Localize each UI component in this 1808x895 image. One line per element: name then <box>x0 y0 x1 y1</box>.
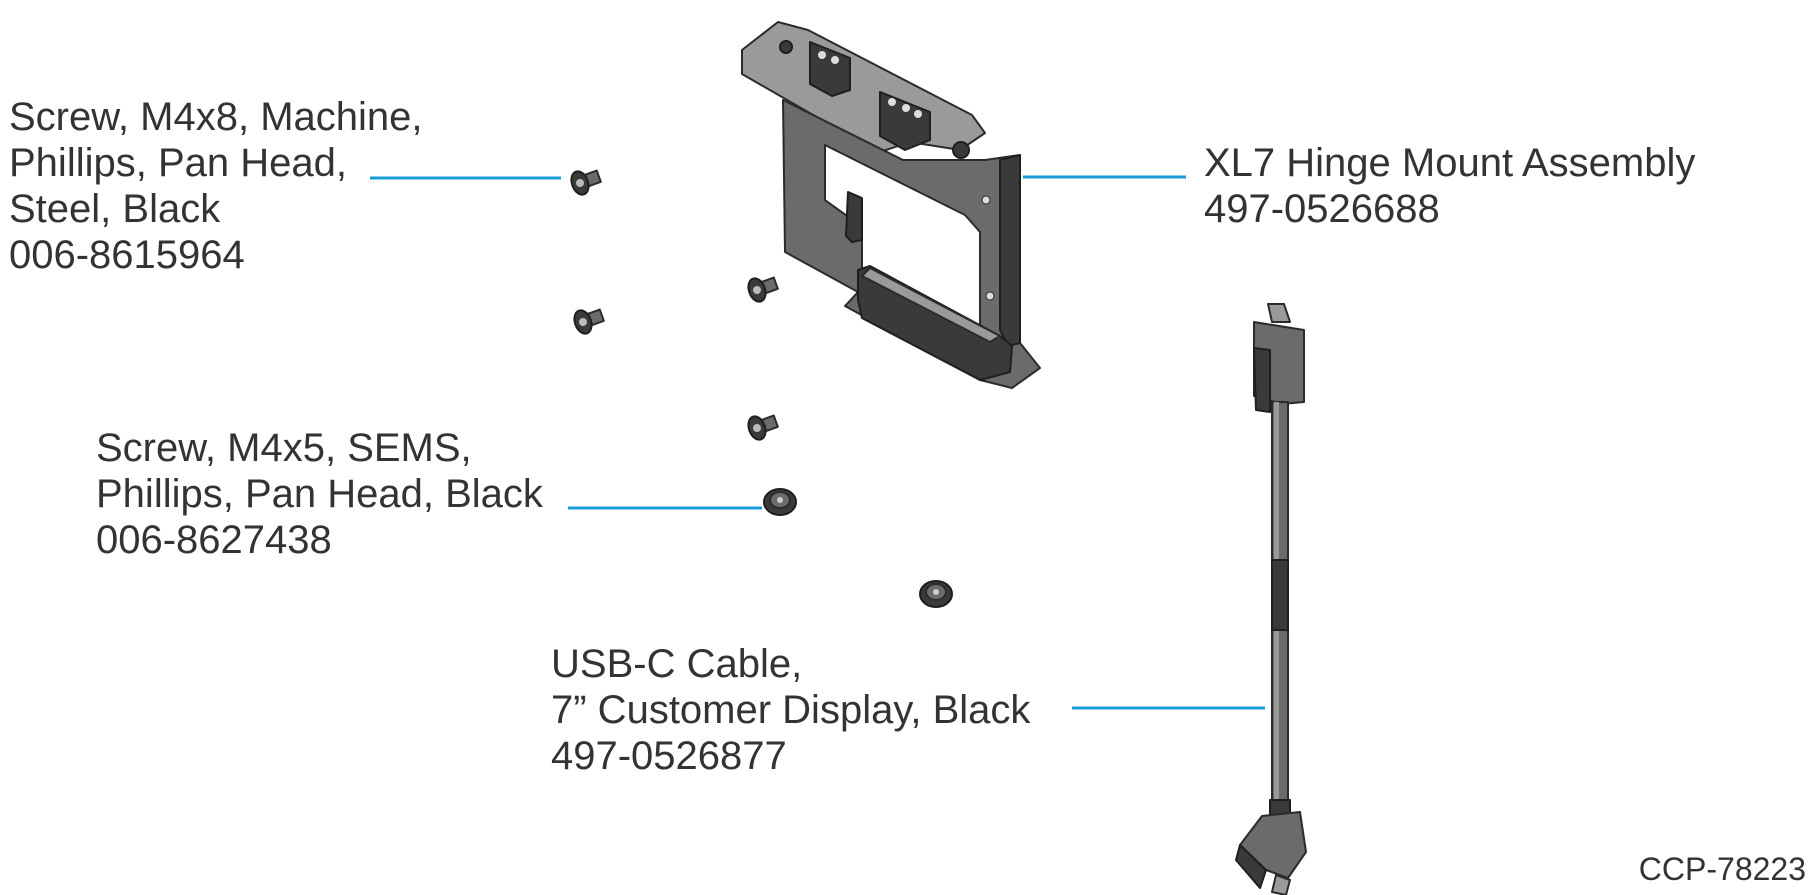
callout-screw-m4x8: Screw, M4x8, Machine, Phillips, Pan Head… <box>9 94 423 278</box>
callout-screw-m4x5: Screw, M4x5, SEMS, Phillips, Pan Head, B… <box>96 425 543 563</box>
screw-m4x8 <box>747 276 779 303</box>
callout-part-number: 497-0526688 <box>1204 187 1440 231</box>
callout-hinge-mount: XL7 Hinge Mount Assembly 497-0526688 <box>1204 140 1695 232</box>
leader-lines <box>370 175 1265 710</box>
screw-m4x8 <box>573 308 605 335</box>
hinge-mount-bracket <box>741 21 1041 389</box>
callout-line: Steel, Black <box>9 187 221 231</box>
screw-m4x8 <box>570 169 602 196</box>
callout-line: Phillips, Pan Head, <box>9 141 347 185</box>
callout-part-number: 006-8615964 <box>9 233 245 277</box>
screw-m4x5-group <box>763 488 953 608</box>
callout-line: Screw, M4x5, SEMS, <box>96 426 472 470</box>
callout-line: USB-C Cable, <box>551 642 803 686</box>
figure-id: CCP-78223 <box>1638 851 1806 887</box>
screw-m4x5 <box>763 488 797 516</box>
screw-m4x8-group <box>570 169 779 441</box>
callout-part-number: 006-8627438 <box>96 518 332 562</box>
callout-line: XL7 Hinge Mount Assembly <box>1204 141 1696 185</box>
screw-m4x8 <box>747 414 779 441</box>
usbc-cable-part <box>1235 303 1307 895</box>
callout-part-number: 497-0526877 <box>551 734 787 778</box>
callout-line: Screw, M4x8, Machine, <box>9 95 423 139</box>
callout-usbc-cable: USB-C Cable, 7” Customer Display, Black … <box>551 641 1030 779</box>
screw-m4x5 <box>919 580 953 608</box>
callout-line: Phillips, Pan Head, Black <box>96 472 543 516</box>
callout-line: 7” Customer Display, Black <box>551 688 1031 732</box>
